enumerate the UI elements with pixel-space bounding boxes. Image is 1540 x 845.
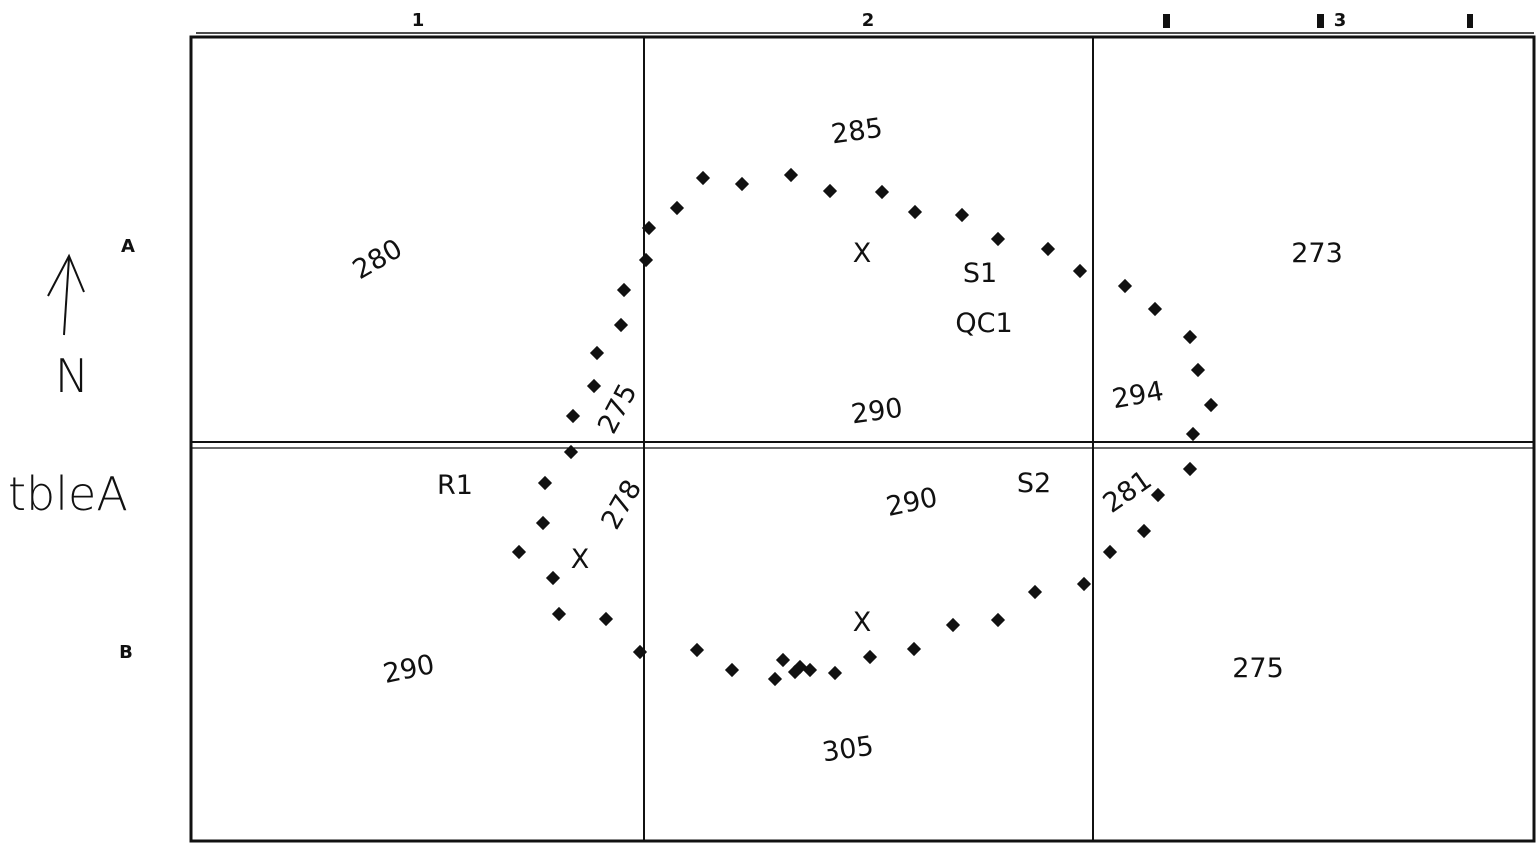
cell-value-right-upper: 294 <box>1110 376 1166 415</box>
cell-value-top-center: 285 <box>829 113 884 151</box>
column-label-3: 3 <box>1334 10 1347 31</box>
cell-value-a1: 280 <box>348 233 408 286</box>
boundary-point <box>1185 426 1201 442</box>
boundary-point <box>537 475 553 491</box>
boundary-point <box>783 167 799 183</box>
column-label-1: 1 <box>412 10 425 31</box>
cell-value-bottom-center: 305 <box>820 731 875 769</box>
grid-frame <box>189 35 1536 843</box>
boundary-point <box>1136 523 1152 539</box>
boundary-point <box>990 231 1006 247</box>
table-label: tbleA <box>8 467 128 521</box>
boundary-point <box>1102 544 1118 560</box>
boundary-point <box>862 649 878 665</box>
boundary-point <box>598 611 614 627</box>
boundary-point <box>954 207 970 223</box>
boundary-point <box>689 642 705 658</box>
boundary-point <box>822 183 838 199</box>
boundary-point <box>641 220 657 236</box>
boundary-point-trail <box>511 167 1219 687</box>
column-label-2: 2 <box>862 10 875 31</box>
boundary-point <box>616 282 632 298</box>
boundary-point <box>613 317 629 333</box>
boundary-point <box>545 570 561 586</box>
boundary-point <box>787 664 803 680</box>
boundary-point <box>695 170 711 186</box>
marker-s1: S1 <box>963 258 997 289</box>
cell-value-center-lower: 290 <box>883 482 940 523</box>
sample-point-mark: X <box>853 238 872 269</box>
cell-value-b1: 290 <box>380 649 437 690</box>
boundary-point <box>767 671 783 687</box>
boundary-point <box>945 617 961 633</box>
cell-value-left-upper: 275 <box>592 379 644 439</box>
boundary-point <box>589 345 605 361</box>
boundary-point <box>724 662 740 678</box>
row-label-b: B <box>119 642 133 663</box>
marker-qc1: QC1 <box>955 308 1012 339</box>
boundary-point <box>1076 576 1092 592</box>
ruler-tick-mark <box>1467 14 1473 28</box>
ruler-tick-mark <box>1317 14 1324 28</box>
boundary-point <box>1203 397 1219 413</box>
ruler-tick-mark <box>1163 14 1170 28</box>
boundary-point <box>1190 362 1206 378</box>
boundary-point <box>1040 241 1056 257</box>
boundary-point <box>1027 584 1043 600</box>
boundary-point <box>535 515 551 531</box>
row-label-a: A <box>121 236 135 257</box>
boundary-point <box>1182 329 1198 345</box>
cell-value-b3: 275 <box>1232 653 1284 684</box>
boundary-point <box>734 176 750 192</box>
marker-s2: S2 <box>1017 468 1051 499</box>
cell-value-right-lower: 281 <box>1098 464 1158 519</box>
sample-point-mark: X <box>571 544 590 575</box>
boundary-point <box>827 665 843 681</box>
cell-value-left-lower: 278 <box>596 475 649 535</box>
boundary-point <box>990 612 1006 628</box>
marker-r1: R1 <box>437 470 473 501</box>
boundary-point <box>1147 301 1163 317</box>
boundary-point <box>669 200 685 216</box>
boundary-point <box>511 544 527 560</box>
sample-point-mark: X <box>853 607 872 638</box>
cell-value-a3: 273 <box>1291 238 1343 269</box>
boundary-point <box>907 204 923 220</box>
boundary-point <box>1182 461 1198 477</box>
boundary-point <box>1150 487 1166 503</box>
boundary-point <box>775 652 791 668</box>
boundary-point <box>874 184 890 200</box>
north-label: N <box>55 349 89 403</box>
cell-value-center-upper: 290 <box>849 393 904 431</box>
boundary-point <box>1072 263 1088 279</box>
boundary-point <box>906 641 922 657</box>
boundary-point <box>565 408 581 424</box>
north-arrow-icon <box>47 253 85 336</box>
boundary-point <box>563 444 579 460</box>
boundary-point <box>586 378 602 394</box>
boundary-point <box>638 252 654 268</box>
boundary-point <box>1117 278 1133 294</box>
boundary-point <box>632 644 648 660</box>
boundary-point <box>551 606 567 622</box>
